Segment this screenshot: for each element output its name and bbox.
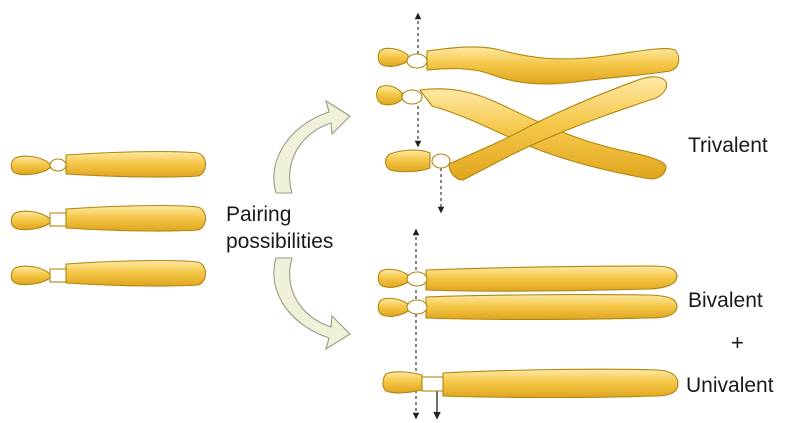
left-chromosome-1 <box>11 152 205 178</box>
plus-sign: + <box>731 330 744 355</box>
bivalent-univalent-group <box>378 230 678 418</box>
trivalent-group <box>377 14 679 212</box>
univalent-label: Univalent <box>686 374 774 397</box>
pairing-label-line2: possibilities <box>226 230 333 253</box>
left-chromosome-3 <box>11 261 205 287</box>
pairing-label-line1: Pairing <box>226 203 291 226</box>
left-chromosome-2 <box>11 206 205 232</box>
bivalent-label: Bivalent <box>688 289 763 312</box>
curved-arrow-up <box>274 101 350 193</box>
curved-arrow-down <box>274 258 350 349</box>
trivalent-label: Trivalent <box>688 134 768 157</box>
